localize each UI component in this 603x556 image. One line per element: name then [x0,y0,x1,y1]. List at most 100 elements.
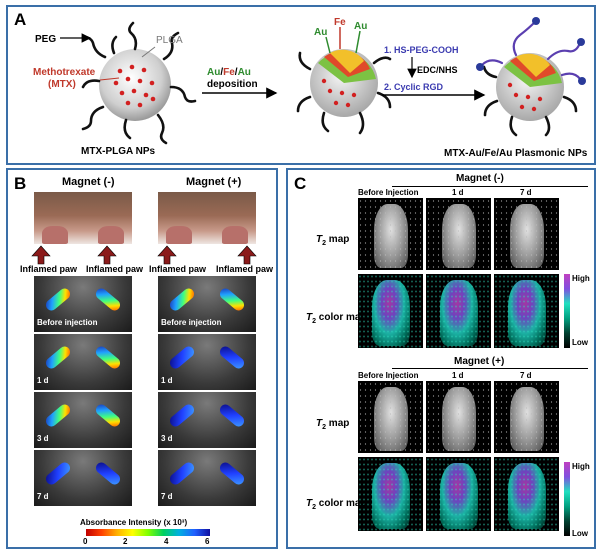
paw-signal [43,460,73,487]
fluorescence-image-magnet-on-2: 1 d [158,334,256,390]
c-bottom-t2-color-map-2 [426,457,491,531]
paw-label-3: Inflamed paw [149,264,207,274]
col2-title: Magnet (+) [186,176,242,188]
step1-line1: Au/Fe/Au [207,67,251,78]
paw-signal [93,460,123,487]
time-label: 7 d [37,492,49,501]
colorbar-tick-6: 6 [205,537,210,546]
mtx-au-fe-au-plasmonic-nanoparticle [476,17,586,137]
np2-au-label-1: Au [314,27,327,38]
paw-signal [217,460,247,487]
paw-signal [217,286,247,313]
c-top-t2-color-map-2 [426,274,491,348]
c-top-t2-map-3 [494,198,559,270]
c-top-t2-color-map-1 [358,274,423,348]
scale-low-top: Low [572,338,588,347]
c-top-t2-map-1 [358,198,423,270]
au-fe-au-coated-nanoparticle [296,27,392,135]
paw-signal [93,286,123,313]
paw-signal [93,402,123,429]
mtx-plga-nanoparticle [81,21,197,145]
paw-arrows [31,245,257,265]
paw-signal [43,286,73,313]
scale-high-top: High [572,274,590,283]
time-label: 1 d [161,376,173,385]
panel-c-label: C [294,174,307,193]
c-bottom-title: Magnet (+) [454,356,505,367]
c-bottom-t2-color-map-1 [358,457,423,531]
c-bottom-t2-map-2 [426,381,491,453]
panel-a: A [6,5,596,165]
plga-label: PLGA [156,35,183,46]
paw-label-1: Inflamed paw [20,264,78,274]
fluorescence-image-magnet-off-2: 1 d [34,334,132,390]
fluorescence-image-magnet-off-1: Before injection [34,276,132,332]
time-label: 7 d [161,492,173,501]
c-bottom-t2-map-1 [358,381,423,453]
c-bottom-column-header-1: Before Injection [358,371,419,380]
c-top-t2map-label: T2 map [316,234,350,247]
colorbar-tick-4: 4 [164,537,169,546]
paw-signal [167,286,197,313]
paw-signal [43,344,73,371]
panel-b: B Magnet (-) Magnet (+) Inflamed paw Inf… [6,168,278,549]
mtx-label-line1: Methotrexate [33,67,96,78]
colorbar-tick-2: 2 [123,537,128,546]
c-top-t2-map-2 [426,198,491,270]
scale-high-bottom: High [572,462,590,471]
panel-c: C Magnet (-) Magnet (+) Before Injection… [286,168,596,549]
c-bottom-t2-map-3 [494,381,559,453]
absorbance-colorbar [86,529,210,536]
c-bottom-column-header-2: 1 d [452,371,464,380]
step2-item1: 1. HS-PEG-COOH [384,45,459,55]
time-label: Before injection [37,318,98,327]
fluorescence-image-magnet-on-3: 3 d [158,392,256,448]
panel-a-schematic: PEG PLGA Methotrexate (MTX) MTX-PLGA NPs… [33,17,588,159]
fluorescence-image-magnet-off-4: 7 d [34,450,132,506]
paw-signal [217,402,247,429]
c-top-t2-color-map-3 [494,274,559,348]
paw-signal [217,344,247,371]
time-label: 1 d [37,376,49,385]
c-top-column-header-2: 1 d [452,188,464,197]
np3-caption: MTX-Au/Fe/Au Plasmonic NPs [444,148,588,159]
paw-label-2: Inflamed paw [86,264,144,274]
c-bottom-t2map-label: T2 map [316,418,350,431]
time-label: 3 d [37,434,49,443]
time-label: Before injection [161,318,222,327]
colorbar-tick-0: 0 [83,537,88,546]
t2-colorscale-bottom [564,462,570,536]
colorbar-title: Absorbance Intensity (x 10³) [80,518,188,527]
step1-line2: deposition [207,79,258,90]
c-top-title: Magnet (-) [456,173,504,184]
c-top-column-header-1: Before Injection [358,188,419,197]
col1-title: Magnet (-) [62,176,115,188]
t2-colorscale-top [564,274,570,348]
c-top-t2color-label: T2 color map [306,312,367,325]
c-top-column-header-3: 7 d [520,188,532,197]
peg-label: PEG [35,34,56,45]
fluorescence-image-magnet-off-3: 3 d [34,392,132,448]
mouse-photo-magnet-off [34,192,132,244]
mouse-photo-magnet-on [158,192,256,244]
c-bottom-column-header-3: 7 d [520,371,532,380]
paw-signal [43,402,73,429]
c-bottom-t2-color-map-3 [494,457,559,531]
fluorescence-image-magnet-on-4: 7 d [158,450,256,506]
np2-fe-label: Fe [334,17,346,28]
time-label: 3 d [161,434,173,443]
paw-signal [167,402,197,429]
c-bottom-t2color-label: T2 color map [306,498,367,511]
paw-signal [167,460,197,487]
paw-label-4: Inflamed paw [216,264,274,274]
step2-item2: 2. Cyclic RGD [384,82,444,92]
panel-b-label: B [14,174,27,193]
np1-caption: MTX-PLGA NPs [81,146,156,157]
fluorescence-image-magnet-on-1: Before injection [158,276,256,332]
scale-low-bottom: Low [572,529,588,538]
mtx-label-line2: (MTX) [48,79,76,90]
panel-a-label: A [14,10,27,29]
np2-au-label-2: Au [354,21,367,32]
paw-signal [167,344,197,371]
step2-mid: EDC/NHS [417,65,458,75]
